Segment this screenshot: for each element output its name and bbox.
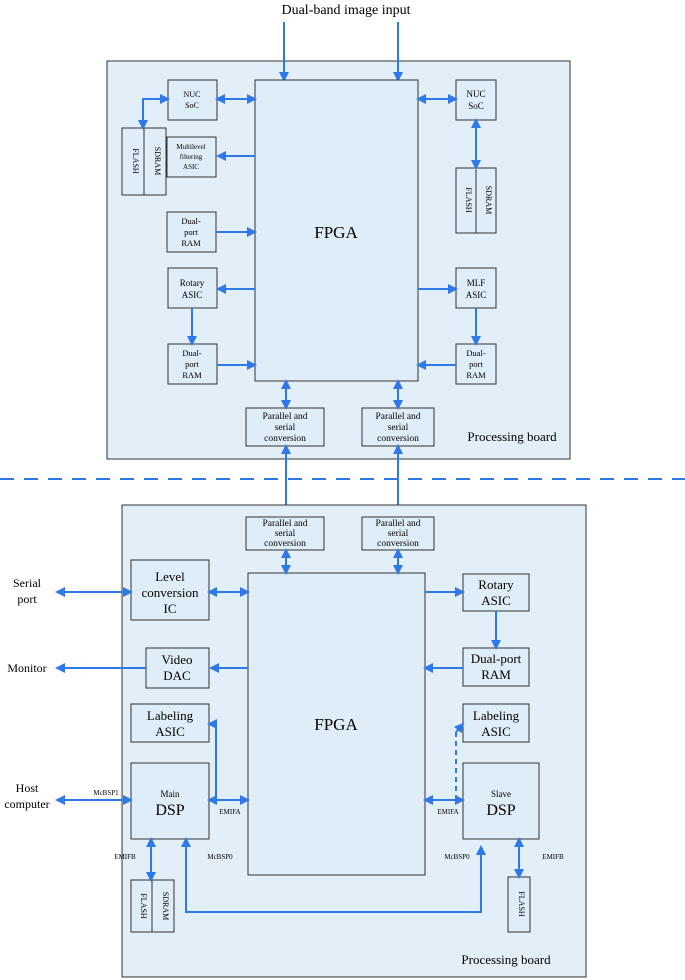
top-mlf-asic xyxy=(455,267,497,309)
emifb-left-label: EMIFB xyxy=(114,853,136,861)
top-fpga-label: FPGA xyxy=(314,223,358,242)
top-flash-right-label: FLASH xyxy=(464,187,473,213)
bottom-rotary-line2: ASIC xyxy=(481,593,511,608)
bottom-psc-left-line3: conversion xyxy=(264,539,306,549)
arrow-dashed-labeling-right xyxy=(453,722,465,734)
bottom-sdram-left-label: SDRAM xyxy=(161,892,170,920)
bottom-fpga-label: FPGA xyxy=(314,715,358,734)
main-dsp xyxy=(130,762,210,840)
labeling-left-line2: ASIC xyxy=(155,724,185,739)
bottom-rotary-line1: Rotary xyxy=(478,577,514,592)
top-dpram2-line1: Dual- xyxy=(182,348,202,358)
main-dsp-line2: DSP xyxy=(155,802,184,819)
top-nuc-left-line1: NUC xyxy=(184,90,201,99)
top-dpram2-line2: port xyxy=(185,359,199,369)
top-sdram-right-label: SDRAM xyxy=(484,186,493,214)
bottom-psc-left-line2: serial xyxy=(275,529,296,539)
host-line2: computer xyxy=(4,797,49,811)
top-dual-port-ram-3 xyxy=(455,343,497,385)
labeling-right-line1: Labeling xyxy=(473,708,520,723)
top-dpram3-line2: port xyxy=(469,359,483,369)
labeling-asic-right xyxy=(462,703,530,743)
input-label: Dual-band image input xyxy=(281,3,410,18)
top-multilevel-asic xyxy=(166,136,217,178)
bottom-fpga-block xyxy=(247,572,426,876)
top-dual-port-ram-1 xyxy=(166,211,217,253)
emifa-left-label: EMIFA xyxy=(219,808,240,816)
top-fpga-block xyxy=(254,79,419,382)
top-dual-port-ram-2 xyxy=(167,343,218,385)
bottom-flash-left-label: FLASH xyxy=(139,893,148,919)
top-sdram-left-label: SDRAM xyxy=(153,147,162,175)
labeling-asic-left xyxy=(130,703,210,743)
top-nuc-right-line1: NUC xyxy=(466,89,485,99)
bottom-psc-right-line1: Parallel and xyxy=(375,519,420,529)
mcbsp0-right-label: McBSP0 xyxy=(444,853,470,861)
bottom-psc-left xyxy=(245,516,325,551)
top-mlf-line1: MLF xyxy=(467,278,486,288)
top-dpram1-line3: RAM xyxy=(181,238,201,248)
top-dpram1-line1: Dual- xyxy=(181,216,201,226)
host-line1: Host xyxy=(16,781,39,795)
labeling-right-line2: ASIC xyxy=(481,724,511,739)
top-rotary-line1: Rotary xyxy=(180,278,205,288)
arrow-nuc-left-mem xyxy=(138,94,170,130)
top-psc-left-line2: serial xyxy=(275,423,296,433)
video-line2: DAC xyxy=(163,668,190,683)
top-psc-left-line1: Parallel and xyxy=(262,412,307,422)
bottom-flash-right-label: FLASH xyxy=(517,891,526,917)
top-nuc-right-line2: SoC xyxy=(468,101,484,111)
video-line1: Video xyxy=(162,652,193,667)
bottom-psc-left-line1: Parallel and xyxy=(262,519,307,529)
mcbsp1-label: McBSP1 xyxy=(93,789,119,797)
monitor-label: Monitor xyxy=(7,661,46,675)
bottom-dpram-line1: Dual-port xyxy=(471,651,522,666)
mcbsp0-left-label: McBSP0 xyxy=(207,853,233,861)
slave-dsp xyxy=(462,762,540,840)
bottom-psc-right-line3: conversion xyxy=(377,539,419,549)
top-flash-left-label: FLASH xyxy=(131,148,140,174)
top-psc-right-line2: serial xyxy=(388,423,409,433)
top-dpram2-line3: RAM xyxy=(182,370,202,380)
serial-port-line2: port xyxy=(17,592,37,606)
top-multilevel-line1: Multilevel xyxy=(176,143,205,151)
level-line1: Level xyxy=(155,569,185,584)
level-conversion-ic xyxy=(130,559,210,621)
bottom-dpram-line2: RAM xyxy=(481,667,511,682)
top-board-label: Processing board xyxy=(467,429,557,444)
slave-dsp-line1: Slave xyxy=(491,789,511,799)
top-dpram3-line3: RAM xyxy=(466,370,486,380)
emifa-right-label: EMIFA xyxy=(437,808,458,816)
level-line2: conversion xyxy=(141,585,199,600)
serial-port-line1: Serial xyxy=(13,576,42,590)
bottom-board-label: Processing board xyxy=(461,952,551,967)
bottom-psc-right xyxy=(361,516,435,551)
top-nuc-left-line2: SoC xyxy=(185,101,199,110)
top-multilevel-line3: ASIC xyxy=(183,163,199,171)
slave-dsp-line2: DSP xyxy=(486,802,515,819)
top-psc-right-line1: Parallel and xyxy=(375,412,420,422)
top-psc-left xyxy=(245,407,325,447)
arrow-mcbsp0-link xyxy=(181,837,486,913)
top-dpram1-line2: port xyxy=(184,227,198,237)
top-psc-right-line3: conversion xyxy=(377,434,419,444)
labeling-left-line1: Labeling xyxy=(147,708,194,723)
top-rotary-asic xyxy=(167,267,218,309)
bottom-psc-right-line2: serial xyxy=(388,529,409,539)
top-nuc-soc-right xyxy=(455,79,497,121)
top-psc-left-line3: conversion xyxy=(264,434,306,444)
top-rotary-line2: ASIC xyxy=(182,290,203,300)
top-dpram3-line1: Dual- xyxy=(466,348,486,358)
top-mlf-line2: ASIC xyxy=(466,290,487,300)
video-dac xyxy=(145,647,210,689)
main-dsp-line1: Main xyxy=(161,789,180,799)
emifb-right-label: EMIFB xyxy=(542,853,564,861)
top-nuc-soc-left xyxy=(167,79,218,121)
top-multilevel-line2: filtering xyxy=(180,153,203,161)
level-line3: IC xyxy=(164,601,177,616)
